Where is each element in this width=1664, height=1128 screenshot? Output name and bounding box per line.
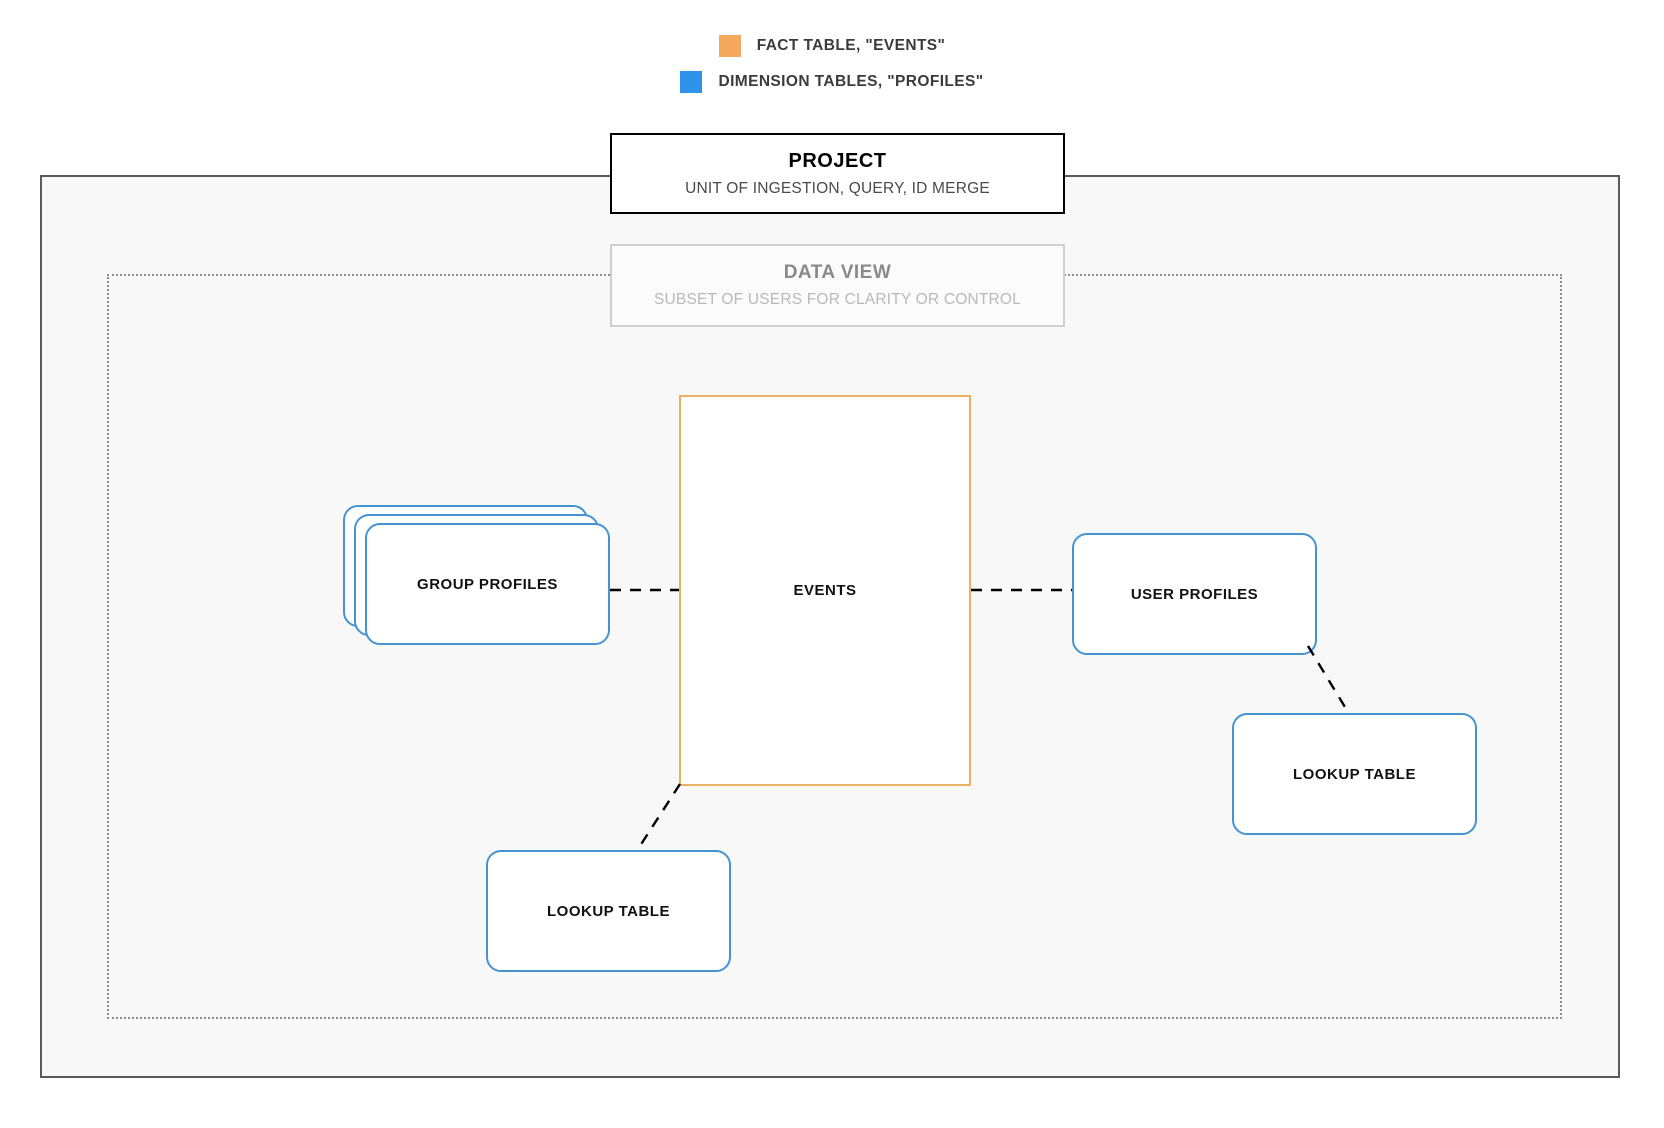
node-lookup-table-right-label: LOOKUP TABLE bbox=[1293, 765, 1416, 783]
node-lookup-table-right[interactable]: LOOKUP TABLE bbox=[1232, 713, 1477, 835]
square-swatch-blue-icon bbox=[680, 71, 703, 93]
node-user-profiles[interactable]: USER PROFILES bbox=[1072, 533, 1317, 655]
node-group-profiles[interactable]: GROUP PROFILES bbox=[343, 505, 610, 645]
node-user-profiles-label: USER PROFILES bbox=[1130, 585, 1259, 603]
node-group-profiles-label: GROUP PROFILES bbox=[417, 575, 558, 593]
legend-label-dimension-tables: DIMENSION TABLES, "PROFILES" bbox=[718, 73, 984, 90]
data-view-header-box: DATA VIEW SUBSET OF USERS FOR CLARITY OR… bbox=[610, 244, 1065, 327]
group-profiles-card-front[interactable]: GROUP PROFILES bbox=[365, 523, 610, 645]
node-lookup-table-left[interactable]: LOOKUP TABLE bbox=[486, 850, 731, 972]
square-swatch-orange-icon bbox=[718, 35, 741, 57]
legend-label-fact-table: FACT TABLE, "EVENTS" bbox=[756, 37, 946, 54]
legend-item-fact-table: FACT TABLE, "EVENTS" bbox=[0, 28, 1664, 64]
data-view-subtitle: SUBSET OF USERS FOR CLARITY OR CONTROL bbox=[653, 291, 1022, 308]
project-title: PROJECT bbox=[788, 149, 887, 172]
legend-item-dimension-tables: DIMENSION TABLES, "PROFILES" bbox=[0, 64, 1664, 100]
project-header-box: PROJECT UNIT OF INGESTION, QUERY, ID MER… bbox=[610, 133, 1065, 214]
node-events[interactable]: EVENTS bbox=[679, 395, 971, 786]
node-events-label: EVENTS bbox=[793, 582, 857, 599]
project-subtitle: UNIT OF INGESTION, QUERY, ID MERGE bbox=[685, 179, 990, 197]
legend: FACT TABLE, "EVENTS" DIMENSION TABLES, "… bbox=[0, 28, 1664, 100]
data-view-title: DATA VIEW bbox=[783, 262, 892, 283]
node-lookup-table-left-label: LOOKUP TABLE bbox=[547, 902, 670, 920]
